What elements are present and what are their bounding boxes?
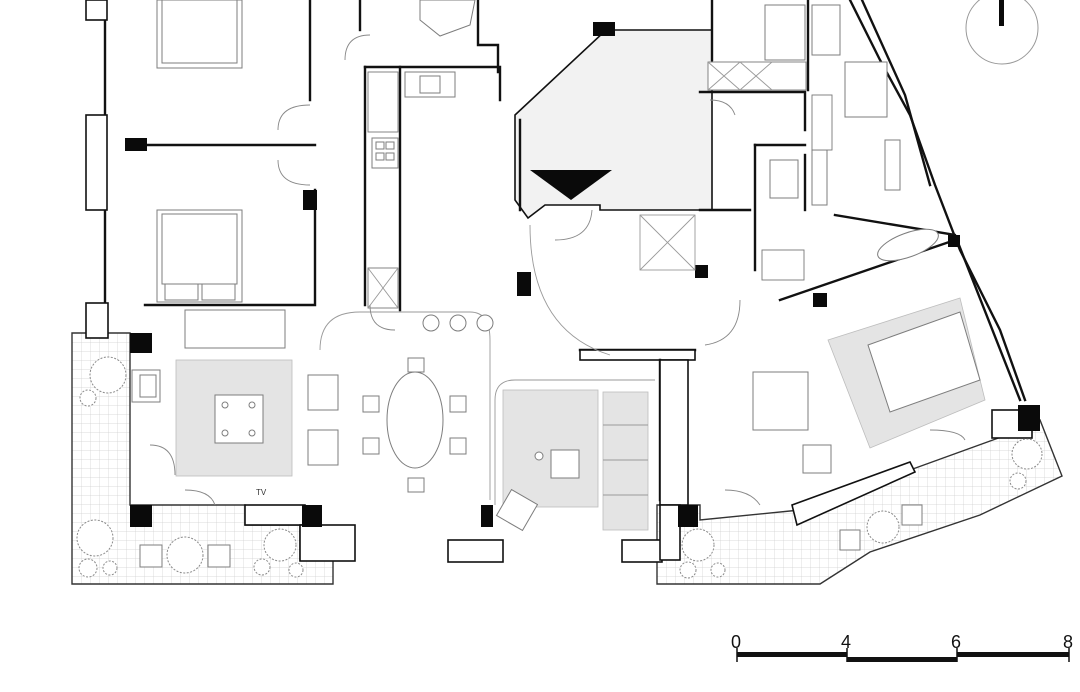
bathtub-upper <box>419 0 476 37</box>
planters <box>76 356 1043 579</box>
living-room: TV <box>131 309 339 497</box>
tv-label: TV <box>256 488 267 497</box>
doors <box>149 34 966 506</box>
dining-room <box>319 311 494 500</box>
scale-tick-0: 0 <box>731 632 741 652</box>
lounge <box>494 379 655 532</box>
scale-bar: 0 4 6 8 <box>731 632 1073 662</box>
scale-tick-6: 6 <box>951 632 961 652</box>
master-bedroom <box>752 228 986 474</box>
kitchen <box>367 71 456 309</box>
terrace-right <box>656 419 1063 585</box>
scale-tick-4: 4 <box>841 632 851 652</box>
bedroom-lower <box>156 209 243 303</box>
bedroom-upper <box>156 0 243 69</box>
columns <box>125 0 1040 527</box>
bath-right <box>707 4 901 281</box>
north-arrow-icon <box>965 0 1039 65</box>
scale-tick-8: 8 <box>1063 632 1073 652</box>
central-hall <box>529 209 741 356</box>
